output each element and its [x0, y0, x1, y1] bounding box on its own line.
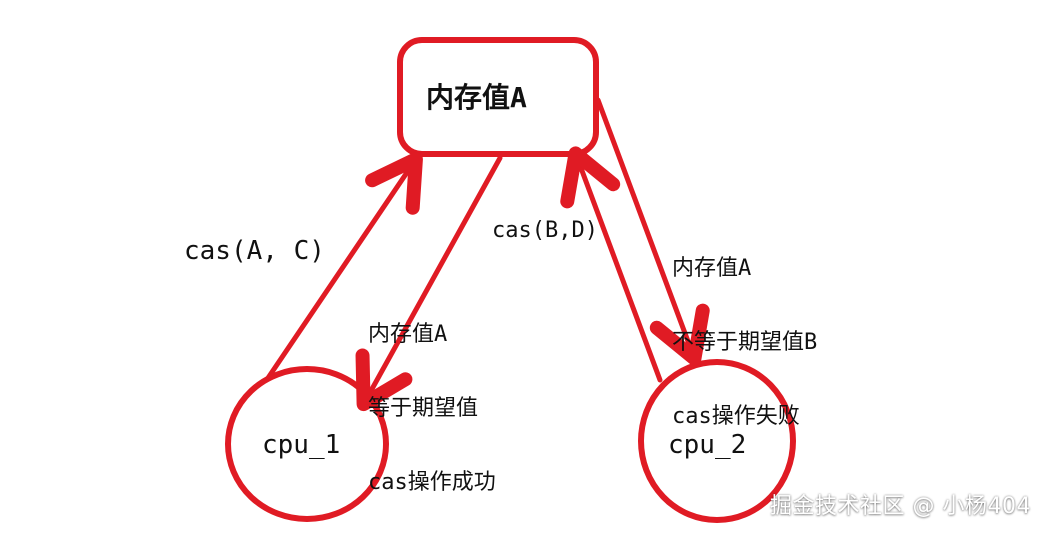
- edge-label-memory-to-cpu1: 内存值A 等于期望值 cas操作成功: [368, 280, 496, 524]
- edge-label-memory-to-cpu2: 内存值A 不等于期望值B cas操作失败: [672, 214, 817, 458]
- cpu2-node-circle[interactable]: [638, 359, 796, 523]
- edge-label-memory-to-cpu1-line-1: 内存值A: [368, 322, 448, 347]
- edge-label-cpu1-to-memory: cas(A, C): [184, 236, 325, 266]
- arrow-cpu1-to-memory: [265, 152, 423, 381]
- edge-label-cpu2-to-memory: cas(B,D): [492, 218, 598, 243]
- edge-label-memory-to-cpu2-line-3: cas操作失败: [672, 404, 800, 429]
- arrow-memory-to-cpu1: [355, 155, 503, 412]
- arrow-memory-to-cpu2: [595, 97, 710, 366]
- memory-node-label: 内存值A: [426, 81, 527, 114]
- edge-label-memory-to-cpu1-line-2: 等于期望值: [368, 396, 479, 421]
- cpu1-node-label: cpu_1: [262, 430, 341, 460]
- cpu2-node-label: cpu_2: [668, 430, 747, 460]
- memory-node-box[interactable]: [397, 37, 599, 157]
- watermark: 掘金技术社区 @ 小杨404: [770, 494, 1031, 519]
- edge-label-memory-to-cpu1-line-3: cas操作成功: [368, 470, 496, 495]
- edge-label-memory-to-cpu2-line-2: 不等于期望值B: [672, 330, 818, 355]
- arrow-cpu2-to-memory: [560, 146, 663, 383]
- cpu1-node-circle[interactable]: [225, 366, 389, 522]
- edge-label-memory-to-cpu2-line-1: 内存值A: [672, 256, 752, 281]
